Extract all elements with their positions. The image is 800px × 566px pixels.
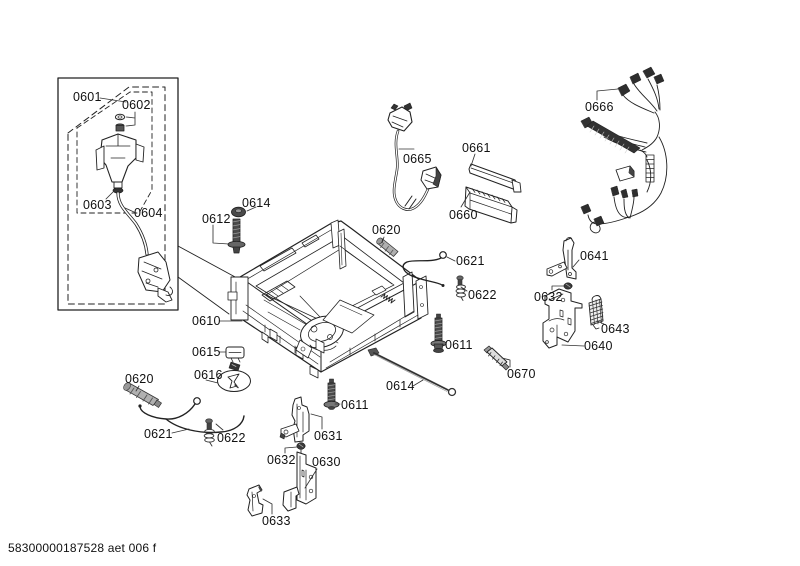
leader-lines bbox=[99, 88, 619, 515]
part-0630-bracket-art bbox=[282, 451, 317, 512]
part-0610-base-frame-art bbox=[227, 219, 429, 379]
part-0620-pin-bottom-art bbox=[123, 382, 162, 408]
part-0611-spindle-bottom-art bbox=[323, 378, 340, 410]
part-0616-detail-circle-art bbox=[217, 370, 251, 392]
part-0632-clip-bottom-art bbox=[296, 442, 306, 454]
part-0615-art bbox=[225, 346, 245, 372]
part-0632-clip-right-art bbox=[563, 282, 573, 290]
part-0640-plate-art bbox=[542, 288, 583, 349]
part-0660-tray-art bbox=[464, 186, 518, 224]
part-0621-cable-top-art bbox=[402, 251, 447, 287]
part-0633-bracket-art bbox=[246, 484, 264, 517]
part-0665-power-cord-art bbox=[387, 102, 442, 211]
part-0611-spindle-right-art bbox=[430, 313, 447, 353]
part-0641-bracket-art bbox=[546, 237, 577, 280]
part-0612-screw-art bbox=[227, 206, 246, 254]
part-0622-latch-top-art bbox=[455, 275, 466, 301]
footer-code: 58300000187528 aet 006 f bbox=[8, 541, 157, 555]
part-0614-rod-art bbox=[367, 347, 457, 397]
part-0643-grille-art bbox=[588, 295, 604, 330]
part-0622-latch-bottom-art bbox=[203, 418, 215, 447]
assembly-pointer-lines bbox=[177, 245, 238, 315]
part-0670-fastener-art bbox=[483, 345, 510, 371]
part-0621-cable-bottom-art bbox=[138, 397, 245, 434]
part-0631-bracket-art bbox=[279, 396, 310, 443]
part-0601-valve-assembly-art bbox=[57, 77, 179, 311]
part-0666-harness-art bbox=[580, 66, 668, 234]
part-0661-strip-art bbox=[468, 163, 522, 193]
